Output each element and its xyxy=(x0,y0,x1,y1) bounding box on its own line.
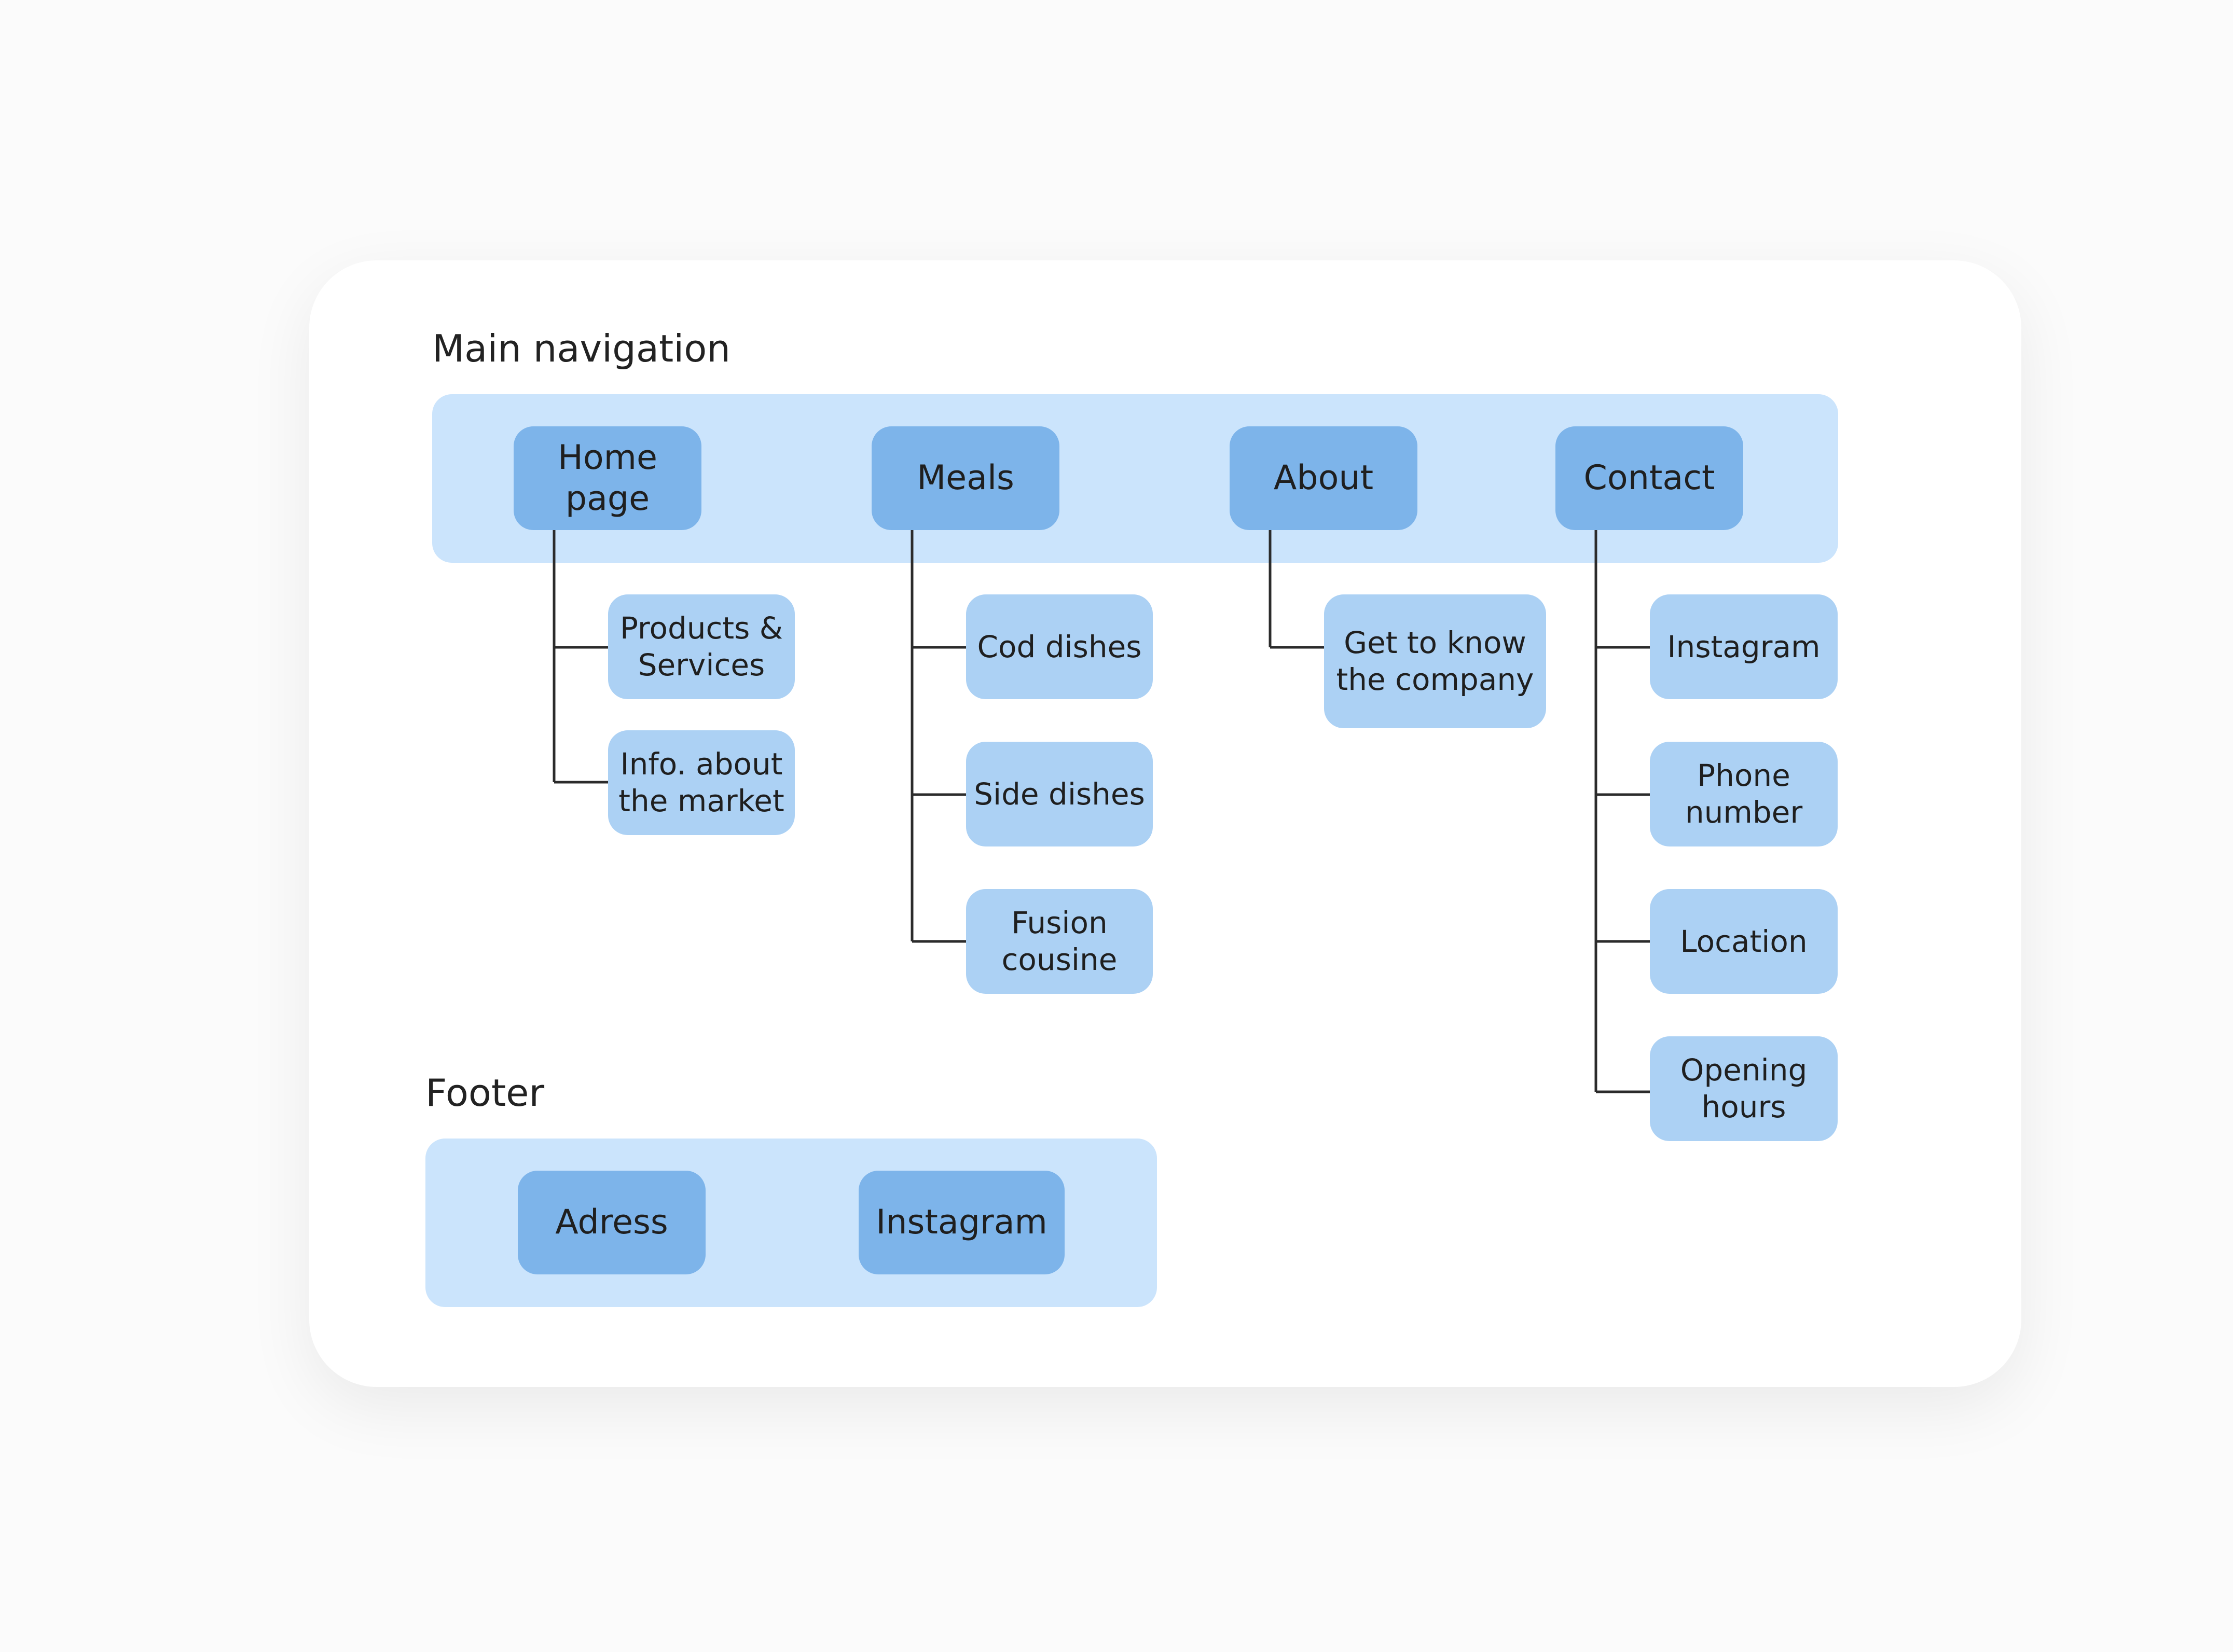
contact-child-location: Location xyxy=(1650,889,1838,994)
meals-child-cod-dishes: Cod dishes xyxy=(966,594,1153,699)
home-child-products-services: Products & Services xyxy=(608,594,795,699)
nav-item-meals: Meals xyxy=(872,426,1059,530)
contact-child-instagram: Instagram xyxy=(1650,594,1838,699)
meals-child-fusion-cousine: Fusion cousine xyxy=(966,889,1153,994)
contact-child-opening-hours: Opening hours xyxy=(1650,1036,1838,1141)
meals-child-side-dishes: Side dishes xyxy=(966,742,1153,846)
nav-item-contact: Contact xyxy=(1555,426,1743,530)
nav-item-home-page: Home page xyxy=(514,426,701,530)
about-child-get-to-know: Get to know the company xyxy=(1324,594,1546,728)
contact-child-phone-number: Phone number xyxy=(1650,742,1838,846)
nav-item-about: About xyxy=(1230,426,1417,530)
footer-item-instagram: Instagram xyxy=(859,1171,1065,1274)
footer-item-adress: Adress xyxy=(518,1171,706,1274)
home-child-info-market: Info. about the market xyxy=(608,730,795,835)
footer-title: Footer xyxy=(425,1071,545,1115)
main-navigation-title: Main navigation xyxy=(432,327,730,370)
